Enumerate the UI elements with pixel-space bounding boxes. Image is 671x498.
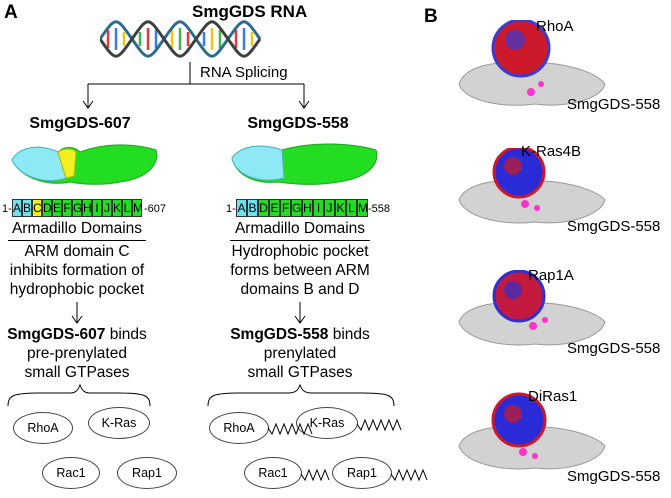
gtpase-558-rap1-label: Rap1: [347, 466, 377, 480]
arm-domain-b: B: [22, 199, 32, 217]
binds-607-line-2: pre-prenylated: [27, 345, 127, 362]
splicing-arrows: [82, 62, 310, 109]
gtpase-558-kras-label: K-Ras: [309, 416, 345, 430]
description-558-line-3: domains B and D: [240, 281, 360, 298]
arm-domain-g: G: [291, 199, 302, 217]
prenyl-tail-rhoa-icon: [267, 422, 313, 436]
arm-domain-i: I: [313, 199, 324, 217]
arm-domain-e: E: [269, 199, 280, 217]
complex-rap1a-image: [458, 270, 606, 346]
arm-domain-d: D: [258, 199, 269, 217]
prenyl-tail-rac1-icon: [300, 468, 330, 482]
rna-title: SmgGDS RNA: [192, 2, 308, 21]
gtpase-braces: [7, 383, 395, 407]
arm-domain-e: E: [52, 199, 62, 217]
arm-domain-d: D: [42, 199, 52, 217]
description-558-line-2: forms between ARM: [230, 262, 370, 279]
rna-helix-icon: [100, 20, 262, 58]
gtpase-607-rac1-label: Rac1: [56, 466, 86, 480]
gtpase-607-rhoa-label: RhoA: [27, 421, 59, 435]
gtpase-558-rac1: Rac1: [244, 457, 302, 489]
isoform-558-title: SmgGDS-558: [247, 115, 349, 132]
complex-3-gtpase: Rap1A: [528, 267, 574, 284]
gtpase-607-rap1-label: Rap1: [132, 466, 162, 480]
description-607-line-3: hydrophobic pocket: [9, 281, 145, 298]
arm-domain-a: A: [236, 199, 247, 217]
complex-4-partner: SmgGDS-558: [567, 468, 661, 485]
binds-558-line-3: small GTPases: [247, 364, 353, 381]
prenyl-tail-rap1-icon: [390, 468, 428, 482]
arm-607-start: 1-: [2, 203, 12, 215]
arm-domain-c: C: [32, 199, 42, 217]
armadillo-label-558: Armadillo Domains: [234, 220, 366, 237]
smggds-558-structure-image: [231, 143, 378, 185]
gtpase-607-rhoa: RhoA: [13, 412, 73, 444]
description-arrows: [71, 302, 306, 324]
description-607-line-1: ARM domain C: [24, 243, 130, 260]
binds-558-line-1: SmgGDS-558 binds: [230, 326, 370, 344]
gtpase-607-kras-label: K-Ras: [101, 416, 137, 430]
binds-558-line-2: prenylated: [263, 345, 337, 362]
smggds-607-structure-image: [11, 144, 158, 185]
arm-domain-h: H: [82, 199, 92, 217]
complex-kras-image: [458, 148, 606, 224]
complex-2-partner: SmgGDS-558: [567, 218, 661, 235]
binds-607-rest: binds: [105, 326, 147, 343]
gtpase-558-rac1-label: Rac1: [258, 466, 288, 480]
arm-domain-f: F: [62, 199, 72, 217]
panel-a-letter: A: [4, 2, 18, 23]
binds-607-line-3: small GTPases: [24, 364, 130, 381]
arm-domain-a: A: [12, 199, 22, 217]
arm-domain-g: G: [72, 199, 83, 217]
arm-domain-m: M: [132, 199, 143, 217]
complex-2-gtpase: K-Ras4B: [521, 143, 582, 160]
complex-rhoa-image: [458, 20, 606, 106]
prenyl-tail-kras-icon: [356, 418, 402, 432]
gtpase-607-kras: K-Ras: [88, 407, 150, 439]
gtpase-558-kras: K-Ras: [296, 407, 358, 439]
description-558-line-1: Hydrophobic pocket: [231, 243, 369, 260]
divider-558: [230, 240, 370, 241]
arm-domain-f: F: [280, 199, 291, 217]
gtpase-558-rap1: Rap1: [332, 457, 392, 489]
arm-domain-b: B: [247, 199, 258, 217]
splicing-label: RNA Splicing: [200, 64, 288, 81]
binds-558-rest: binds: [328, 326, 370, 343]
panel-b-letter: B: [424, 6, 438, 27]
arm-domain-i: I: [92, 199, 102, 217]
arm-558-end: -558: [368, 203, 391, 215]
complex-4-gtpase: DiRas1: [528, 388, 578, 405]
arm-607-end: -607: [144, 203, 167, 215]
arm-domain-h: H: [302, 199, 313, 217]
isoform-607-title: SmgGDS-607: [29, 115, 131, 132]
gtpase-607-rac1: Rac1: [42, 457, 100, 489]
binds-607-bold: SmgGDS-607: [7, 326, 106, 343]
divider-607: [8, 240, 146, 241]
complex-1-partner: SmgGDS-558: [567, 96, 661, 113]
arm-domain-k: K: [112, 199, 122, 217]
arm-domain-l: L: [122, 199, 132, 217]
arm-domain-m: M: [357, 199, 368, 217]
gtpase-607-rap1: Rap1: [117, 457, 177, 489]
binds-607-line-1: SmgGDS-607 binds: [7, 326, 147, 344]
armadillo-label-607: Armadillo Domains: [11, 220, 143, 237]
complex-1-gtpase: RhoA: [536, 18, 574, 35]
binds-558-bold: SmgGDS-558: [230, 326, 329, 343]
complex-3-partner: SmgGDS-558: [567, 340, 661, 357]
arm-558-start: 1-: [226, 203, 236, 215]
description-607-line-2: inhibits formation of: [9, 262, 145, 279]
arm-domain-j: J: [324, 199, 335, 217]
arm-domain-j: J: [102, 199, 112, 217]
prenyl-tails: [267, 418, 428, 482]
arm-domain-k: K: [335, 199, 346, 217]
complex-diras1-image: [458, 392, 606, 470]
gtpase-558-rhoa-label: RhoA: [223, 421, 255, 435]
arm-domain-l: L: [346, 199, 357, 217]
